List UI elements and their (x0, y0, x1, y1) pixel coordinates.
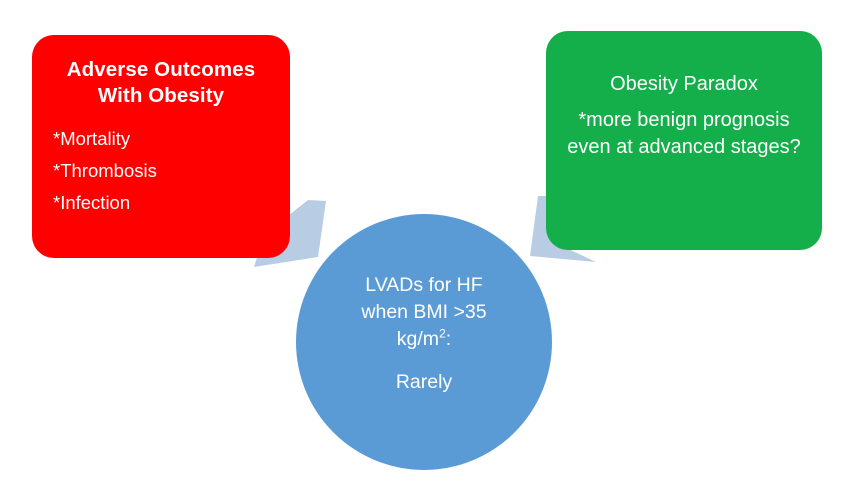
adverse-outcomes-bullet-list: *Mortality *Thrombosis *Infection (48, 123, 274, 219)
adverse-outcomes-title: Adverse Outcomes With Obesity (66, 58, 256, 107)
lvad-line-3: kg/m2: (397, 326, 451, 353)
lvad-bmi-superscript: 2 (439, 326, 446, 341)
list-item: *Infection (53, 192, 131, 213)
lvad-line-1: LVADs for HF (365, 274, 483, 296)
list-item: *Mortality (53, 128, 131, 149)
lvad-line-2: when BMI >35 (361, 301, 487, 323)
obesity-paradox-body: *more benign prognosis even at advanced … (567, 109, 801, 158)
lvad-bmi-units: kg/m (396, 328, 440, 350)
lvad-conclusion-circle[interactable]: LVADs for HF when BMI >35 kg/m2: Rarely (296, 214, 552, 470)
adverse-outcomes-callout[interactable]: Adverse Outcomes With Obesity *Mortality… (32, 35, 290, 258)
obesity-paradox-callout[interactable]: Obesity Paradox *more benign prognosis e… (546, 31, 822, 250)
lvad-answer: Rarely (395, 371, 453, 393)
obesity-paradox-title: Obesity Paradox (610, 73, 758, 95)
lvad-bmi-colon: : (445, 328, 452, 350)
list-item: *Thrombosis (53, 160, 157, 181)
